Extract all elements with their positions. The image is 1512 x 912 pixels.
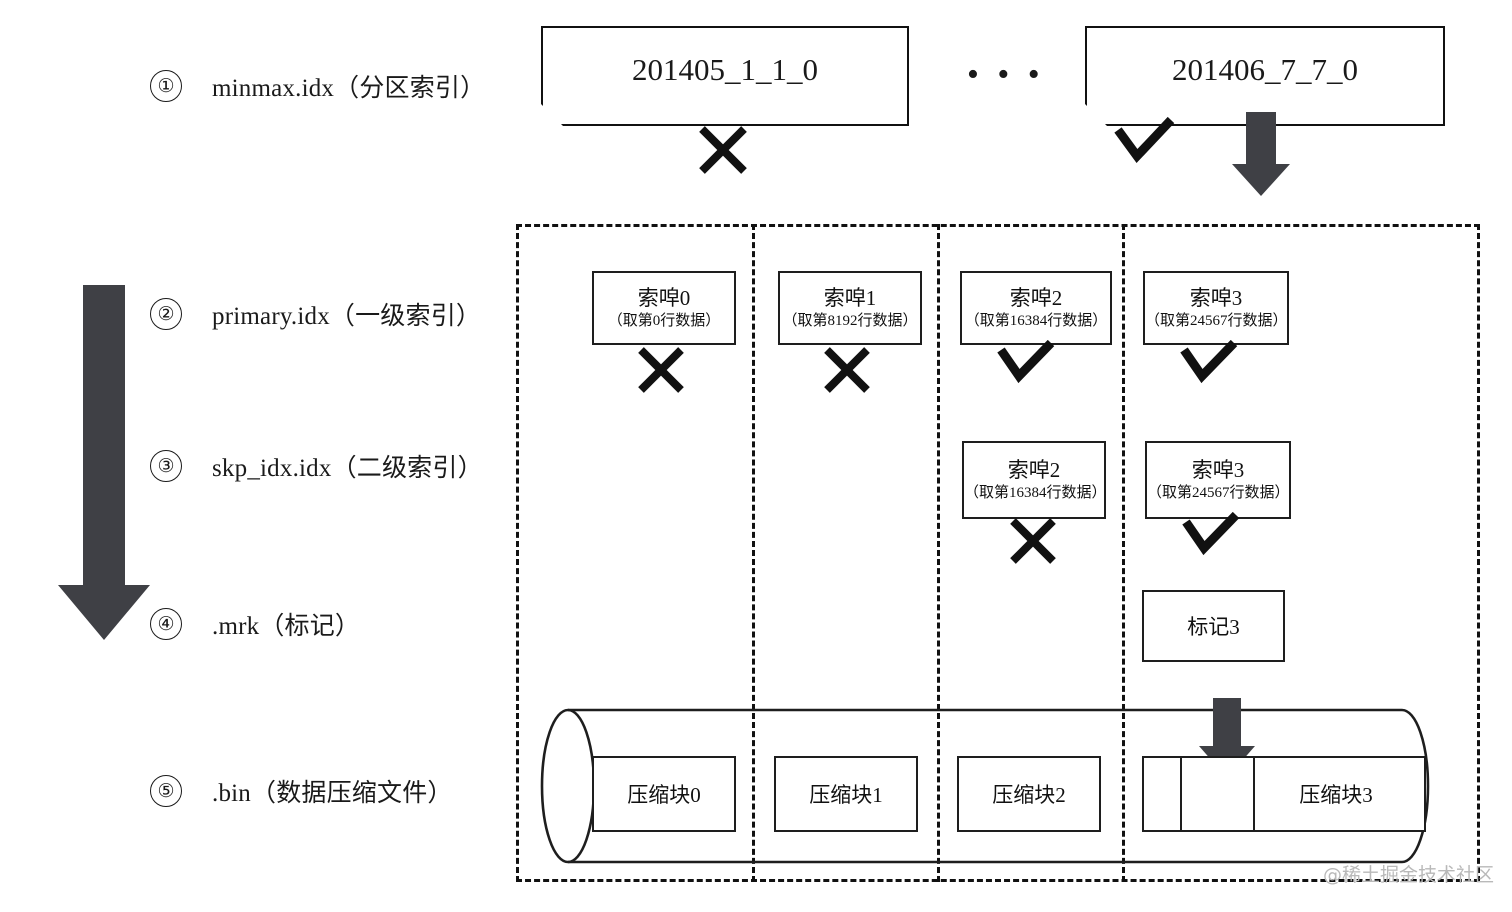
legend-row-minmax: ① minmax.idx（分区索引）	[150, 68, 485, 104]
primary-index-title-3: 索唕3	[1189, 285, 1243, 310]
partition-to-index-arrow-icon	[1232, 112, 1290, 201]
primary-index-title-0: 索唕0	[637, 285, 691, 310]
legend-number-4: ④	[150, 608, 182, 640]
check-icon-primary-index-2	[997, 339, 1055, 389]
partition-box-201406[interactable]: 201406_7_7_0	[1085, 26, 1445, 126]
flow-direction-arrow-icon	[58, 285, 150, 645]
skip-index-subtitle-0: （取第16384行数据）	[964, 485, 1107, 502]
skip-index-card-0[interactable]: 索唕2 （取第16384行数据）	[962, 441, 1107, 519]
granule-divider-1	[752, 224, 755, 882]
mrk-card-3[interactable]: 标记3	[1142, 590, 1285, 662]
compressed-block-title-2: 压缩块2	[992, 783, 1066, 807]
compressed-block-title-1: 压缩块1	[809, 783, 883, 807]
legend-number-3: ③	[150, 450, 182, 482]
granule-divider-3	[1122, 224, 1125, 882]
skip-index-card-1[interactable]: 索唕3 （取第24567行数据）	[1145, 441, 1291, 519]
primary-index-card-1[interactable]: 索唕1 （取第8192行数据）	[778, 271, 922, 345]
compressed-block-title-3: 压缩块3	[1299, 783, 1373, 807]
legend-row-mrk: ④ .mrk（标记）	[150, 606, 360, 642]
primary-index-card-0[interactable]: 索唕0 （取第0行数据）	[592, 271, 736, 345]
legend-row-primary: ② primary.idx（一级索引）	[150, 296, 481, 332]
compressed-block-title-0: 压缩块0	[627, 783, 701, 807]
legend-row-skipidx: ③ skp_idx.idx（二级索引）	[150, 448, 483, 484]
legend-label-primary: primary.idx（一级索引）	[212, 303, 482, 330]
partition-name-201405: 201405_1_1_0	[632, 52, 818, 87]
cross-icon-primary-index-0	[637, 346, 685, 399]
cross-icon-skip-index-0	[1009, 517, 1057, 570]
legend-number-1: ①	[150, 70, 182, 102]
legend-number-5: ⑤	[150, 775, 182, 807]
check-icon-primary-index-3	[1180, 339, 1238, 389]
legend-label-minmax: minmax.idx（分区索引）	[212, 75, 486, 102]
compressed-block-0[interactable]: 压缩块0	[592, 756, 736, 832]
skip-index-title-1: 索唕3	[1191, 457, 1245, 482]
watermark: @稀土掘金技术社区	[1323, 864, 1495, 886]
primary-index-title-2: 索唕2	[1009, 285, 1063, 310]
compressed-block-3-divider-2	[1253, 758, 1255, 830]
skip-index-title-0: 索唕2	[1007, 457, 1061, 482]
partition-box-201405[interactable]: 201405_1_1_0	[541, 26, 909, 126]
primary-index-title-1: 索唕1	[823, 285, 877, 310]
cross-icon-primary-index-1	[823, 346, 871, 399]
compressed-block-2[interactable]: 压缩块2	[957, 756, 1101, 832]
check-icon-partition-201406	[1114, 116, 1176, 169]
legend-label-bin: .bin（数据压缩文件）	[212, 780, 453, 807]
primary-index-card-2[interactable]: 索唕2 （取第16384行数据）	[960, 271, 1112, 345]
legend-label-skipidx: skp_idx.idx（二级索引）	[212, 455, 483, 482]
partitions-ellipsis: • • •	[967, 56, 1045, 93]
legend-number-2: ②	[150, 298, 182, 330]
primary-index-subtitle-3: （取第24567行数据）	[1145, 313, 1288, 330]
check-icon-skip-index-1	[1182, 511, 1240, 561]
legend-label-mrk: .mrk（标记）	[212, 613, 361, 640]
compressed-block-1[interactable]: 压缩块1	[774, 756, 918, 832]
primary-index-card-3[interactable]: 索唕3 （取第24567行数据）	[1143, 271, 1289, 345]
compressed-block-3[interactable]: 压缩块3	[1142, 756, 1426, 832]
mrk-title-3: 标记3	[1187, 615, 1240, 639]
legend-row-bin: ⑤ .bin（数据压缩文件）	[150, 773, 453, 809]
primary-index-subtitle-2: （取第16384行数据）	[964, 313, 1108, 330]
compressed-block-3-divider-1	[1180, 758, 1182, 830]
skip-index-subtitle-1: （取第24567行数据）	[1147, 485, 1290, 502]
primary-index-subtitle-1: （取第8192行数据）	[782, 313, 918, 330]
granule-divider-2	[937, 224, 940, 882]
cross-icon-partition-201405	[697, 124, 749, 181]
partition-name-201406: 201406_7_7_0	[1172, 52, 1358, 87]
part-data-container	[516, 224, 1480, 882]
primary-index-subtitle-0: （取第0行数据）	[607, 313, 721, 330]
